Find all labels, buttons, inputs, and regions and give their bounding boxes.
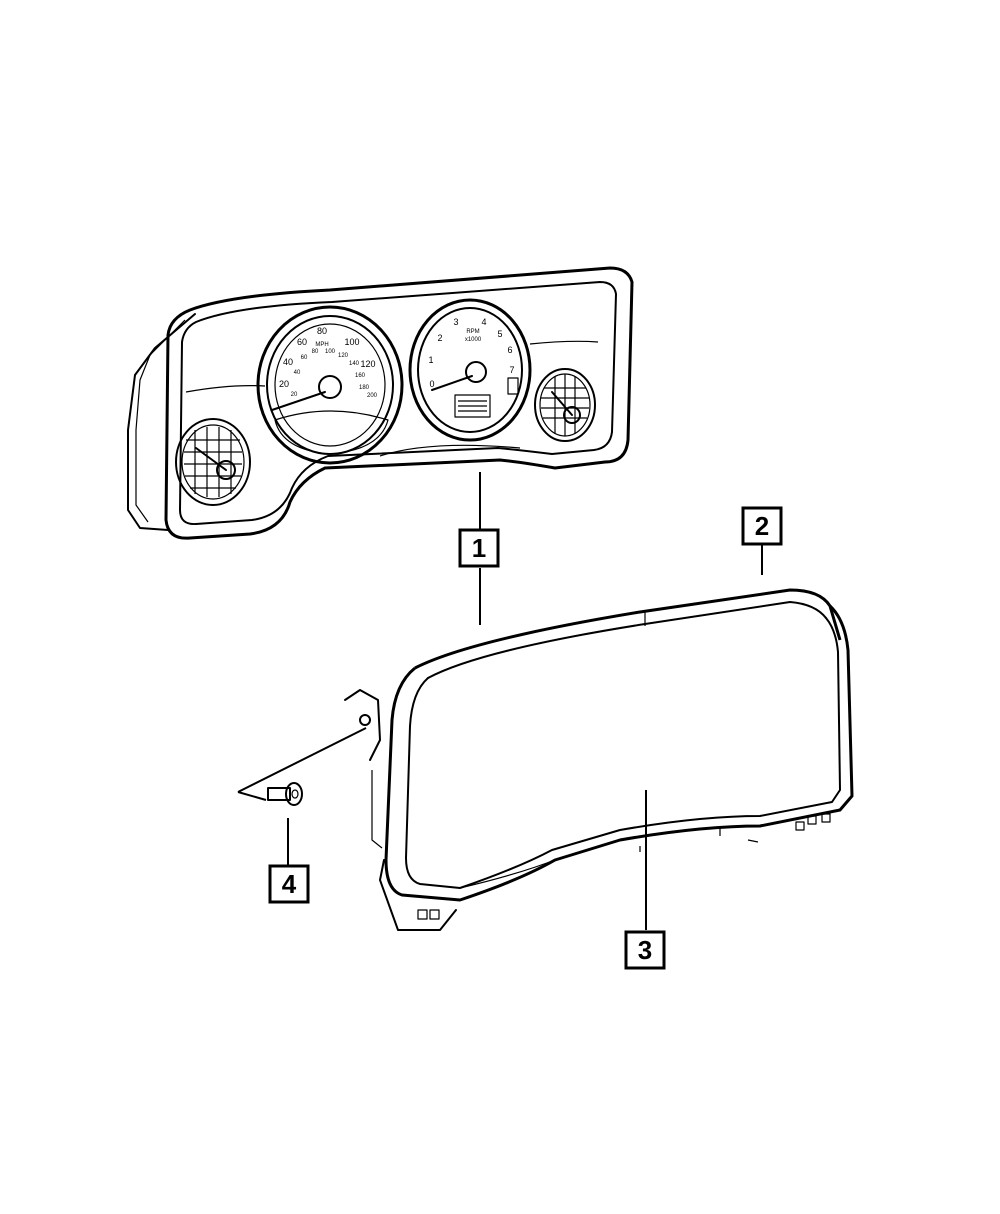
tachometer-0: 0	[429, 379, 434, 389]
speedometer-outer-100: 100	[344, 337, 359, 347]
tachometer-5: 5	[497, 329, 502, 339]
callout-1: 1	[458, 528, 500, 568]
speedometer-inner-180: 180	[359, 385, 370, 391]
speedometer-outer-20: 20	[279, 379, 289, 389]
speedometer-outer-120: 120	[360, 359, 375, 369]
speedometer: MPH 20 40 60 80 100 120 20 40 60 80 100 …	[256, 305, 404, 465]
fuel-gauge	[175, 418, 251, 506]
mounting-screw	[267, 782, 303, 806]
cluster-lower-trim	[379, 444, 521, 457]
tachometer: RPM x1000 0 1 2 3 4 5 6 7	[408, 298, 532, 442]
speedometer-inner-40: 40	[294, 370, 301, 376]
lens-outer-outline	[384, 604, 854, 902]
screw-shank	[267, 787, 291, 801]
cluster-inner-bezel	[179, 281, 617, 526]
cluster-face-line-right	[529, 340, 599, 345]
speedometer-outer-40: 40	[283, 357, 293, 367]
callout-4-label: 4	[282, 869, 297, 899]
speedometer-inner-140: 140	[349, 361, 360, 367]
leader-lines	[237, 472, 763, 930]
lens-inner-outline	[405, 617, 841, 889]
tachometer-odometer-display	[454, 394, 491, 418]
mounting-hole-right-2	[807, 815, 817, 825]
speedometer-lower-display	[274, 410, 389, 455]
housing-bottom-clips	[639, 828, 759, 852]
callout-4: 4	[268, 864, 310, 904]
mounting-hole-upper	[359, 714, 371, 726]
cluster-outer-bezel	[164, 266, 634, 540]
mounting-bracket-lower	[379, 859, 457, 931]
speedometer-outer-60: 60	[297, 337, 307, 347]
tachometer-sub-unit: x1000	[465, 337, 482, 343]
mounting-hole-right-3	[821, 813, 831, 823]
tachometer-unit-label: RPM	[466, 329, 479, 335]
lens-top-edge	[414, 588, 842, 670]
screw-head	[285, 782, 303, 806]
tachometer-7: 7	[509, 365, 514, 375]
callout-3-label: 3	[638, 935, 652, 965]
callout-2-label: 2	[755, 511, 769, 541]
mounting-hole-lower-1	[417, 909, 428, 920]
tachometer-1: 1	[428, 355, 433, 365]
lens-top-inner-edge	[427, 601, 827, 679]
speedometer-inner-120: 120	[338, 353, 349, 359]
lens-lower-trim	[459, 825, 761, 889]
tachometer-4: 4	[481, 317, 486, 327]
callout-3: 3	[624, 930, 666, 970]
speedometer-inner-160: 160	[355, 373, 366, 379]
speedometer-inner-200: 200	[367, 393, 378, 399]
tachometer-2: 2	[437, 333, 442, 343]
speedometer-inner-80: 80	[312, 349, 319, 355]
tachometer-indicator	[507, 377, 519, 395]
cluster-face-line-left	[185, 385, 266, 393]
leader-screw-to-screw	[237, 791, 267, 801]
speedometer-outer-80: 80	[317, 326, 327, 336]
callout-2: 2	[741, 506, 783, 546]
mounting-hole-right-1	[795, 821, 805, 831]
callout-1-label: 1	[472, 533, 486, 563]
cluster-lens-assembly	[344, 588, 854, 931]
speedometer-inner-100: 100	[325, 349, 336, 355]
speedometer-unit-label: MPH	[315, 342, 328, 348]
temperature-gauge	[534, 368, 596, 442]
mounting-hole-lower-2	[429, 909, 440, 920]
cluster-housing-inner-edge	[135, 319, 186, 523]
housing-side-detail	[371, 770, 383, 849]
tachometer-6: 6	[507, 345, 512, 355]
mounting-bracket-upper	[344, 689, 381, 761]
speedometer-inner-20: 20	[291, 392, 298, 398]
speedometer-inner-60: 60	[301, 355, 308, 361]
instrument-cluster: MPH 20 40 60 80 100 120 20 40 60 80 100 …	[127, 266, 634, 540]
cluster-housing-side	[127, 313, 196, 531]
leader-screw-to-bracket	[237, 727, 367, 793]
tachometer-3: 3	[453, 317, 458, 327]
